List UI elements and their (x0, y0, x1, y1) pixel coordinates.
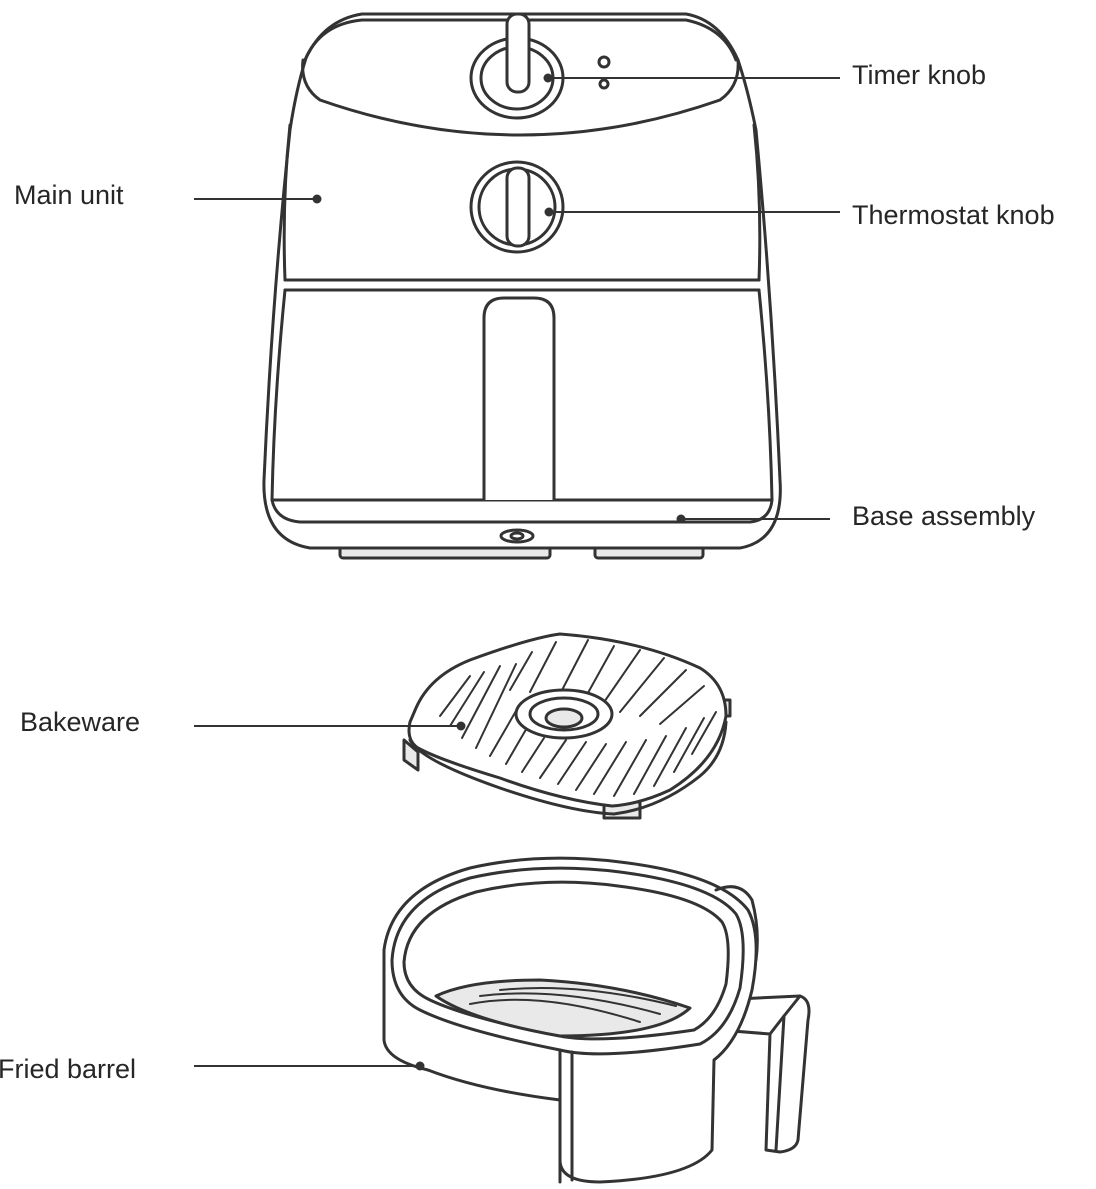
main-unit-leader (194, 194, 322, 204)
fried-barrel-label: Fried barrel (0, 1054, 137, 1084)
bakeware-tray (402, 632, 732, 820)
base-assembly-leader (676, 514, 830, 524)
main-unit-label: Main unit (14, 180, 124, 210)
thermostat-knob-leader (544, 207, 840, 217)
base-assembly-label: Base assembly (852, 501, 1036, 531)
fried-barrel-basket (382, 856, 811, 1184)
timer-knob (469, 12, 611, 120)
leader-lines (194, 73, 840, 1071)
timer-knob-label: Timer knob (852, 60, 987, 90)
bakeware-label: Bakeware (20, 707, 141, 737)
main-unit-body (262, 12, 782, 560)
thermostat-knob (469, 160, 565, 254)
bakeware-leader (194, 721, 466, 731)
thermostat-knob-label: Thermostat knob (852, 200, 1055, 230)
fried-barrel-leader (194, 1061, 425, 1071)
timer-knob-leader (543, 73, 840, 83)
